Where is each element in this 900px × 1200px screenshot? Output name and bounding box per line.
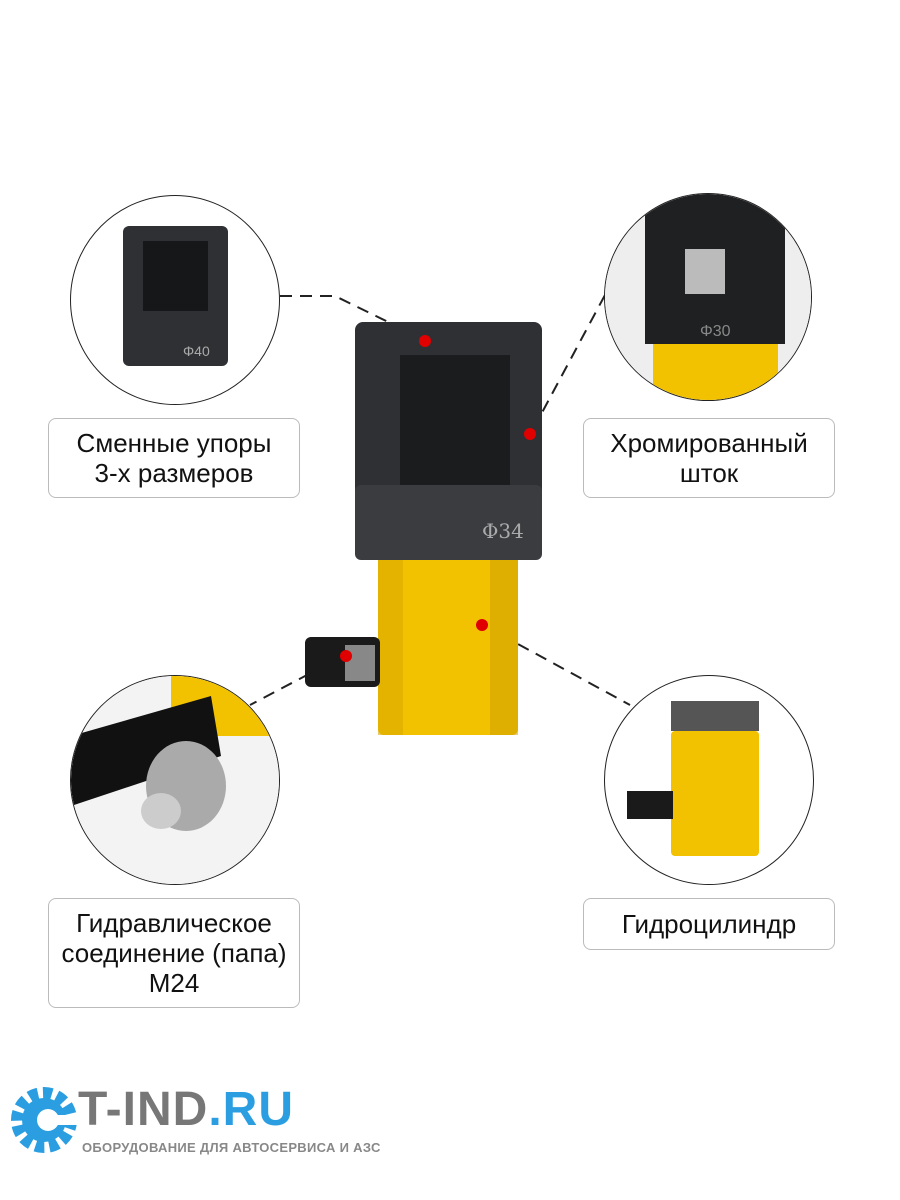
logo-tagline: ОБОРУДОВАНИЕ ДЛЯ АВТОСЕРВИСА И АЗС <box>82 1140 381 1155</box>
detail-circle-coupler <box>70 675 280 885</box>
gear-wrench-icon <box>11 1087 78 1153</box>
callout-line: М24 <box>148 968 200 998</box>
callout-rod: Хромированный шток <box>583 418 835 498</box>
callout-line: Сменные упоры <box>76 428 272 458</box>
callout-line: соединение (папа) <box>61 938 287 968</box>
logo-name: T-IND <box>78 1083 209 1136</box>
callout-line: шток <box>679 458 739 488</box>
callout-line: 3-х размеров <box>94 458 254 488</box>
detail-circle-cylinder <box>604 675 814 885</box>
callout-line: Гидравлическое <box>76 908 272 938</box>
hydraulic-cylinder: Φ34 <box>305 322 542 735</box>
size-marking: Φ30 <box>700 323 731 340</box>
callout-coupler: Гидравлическое соединение (папа) М24 <box>48 898 300 1008</box>
logo-tld: .RU <box>208 1083 294 1136</box>
callout-dots <box>340 335 536 662</box>
size-marking: Φ34 <box>482 519 524 543</box>
detail-circle-stops: Φ40 <box>70 195 280 405</box>
callout-cylinder: Гидроцилиндр <box>583 898 835 950</box>
detail-circle-rod: Φ30 <box>604 193 812 401</box>
size-marking: Φ40 <box>183 343 210 359</box>
callout-line: Гидроцилиндр <box>621 909 797 939</box>
callout-stops: Сменные упоры 3-х размеров <box>48 418 300 498</box>
callout-line: Хромированный <box>610 428 808 458</box>
